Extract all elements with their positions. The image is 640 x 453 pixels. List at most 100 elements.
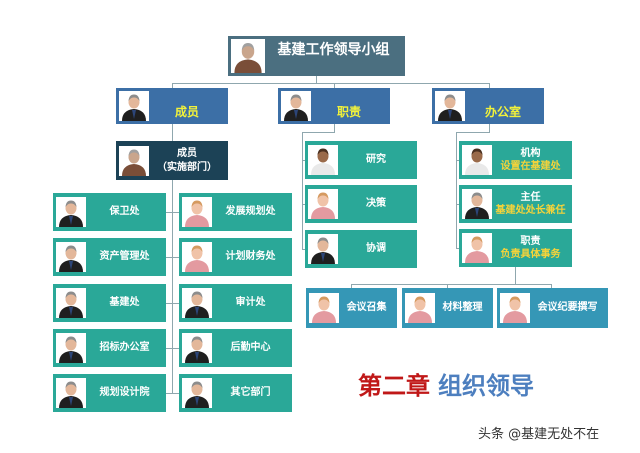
node-title: 资产管理处 [99,251,150,263]
man-suit-icon [435,91,465,121]
node-title: 成员 [177,148,197,159]
node-subtitle: 负责具体事务 [500,249,561,260]
department-node: 资产管理处 [53,238,166,276]
department-node: 基建处 [53,284,166,322]
woman-icon [405,293,435,323]
man-suit-icon [119,91,149,121]
man-shirt-icon [308,145,338,175]
node-title: 成员 [174,104,199,119]
node-label: 主任基建处处长兼任 [492,191,569,218]
man-shirt-icon [462,145,492,175]
duty-node: 研究 [305,141,417,179]
node-title: 会议纪要撰写 [537,302,598,314]
department-node: 发展规划处 [179,193,292,231]
office-task-node: 会议纪要撰写 [497,288,608,328]
connector-line [166,303,179,304]
members-dept-node: 成员 （实施部门） [116,141,228,180]
node-title: 招标办公室 [99,342,150,354]
connector-line [172,180,173,393]
man-suit-icon [56,378,86,408]
man-suit-icon [56,242,86,272]
department-node: 后勤中心 [179,329,292,367]
connector-line [456,160,459,161]
node-subtitle: （实施部门） [157,161,217,173]
node-label: 会议纪要撰写 [530,301,605,315]
chapter-title: 组织领导 [438,372,534,400]
node-title: 主任 [520,191,541,203]
connector-line [551,284,552,288]
department-node: 规划设计院 [53,374,166,412]
connector-line [172,124,173,141]
man-suit-icon [56,197,86,227]
elder-man-icon [119,145,149,176]
connector-line [166,257,179,258]
office-node: 职责负责具体事务 [459,229,572,267]
node-label: 成员 （实施部门） [149,147,225,174]
level1-node: 成员 [116,88,228,124]
man-suit-icon [56,333,86,363]
connector-line [302,132,303,249]
node-label: 资产管理处 [86,250,163,264]
woman-icon [182,242,212,272]
man-suit-icon [281,91,311,121]
node-title: 研究 [366,154,386,166]
node-subtitle: 设置在基建处 [500,161,561,172]
node-title: 机构 [520,147,541,159]
node-title: 材料整理 [442,302,483,314]
connector-line [172,83,173,88]
node-label: 协调 [338,242,414,256]
node-title: 办公室 [484,104,521,119]
node-title: 基建工作领导小组 [277,42,390,58]
level1-node: 职责 [278,88,390,124]
connector-line [447,284,448,288]
office-task-node: 材料整理 [402,288,493,328]
watermark: 头条 @基建无处不在 [478,427,600,442]
man-suit-icon [182,378,212,408]
office-task-node: 会议召集 [306,288,397,328]
connector-line [166,348,179,349]
connector-line [166,212,179,213]
node-title: 会议召集 [346,302,387,314]
level1-node: 办公室 [432,88,544,124]
duty-node: 决策 [305,185,417,223]
node-label: 职责 [311,104,387,120]
connector-line [515,266,516,285]
node-title: 基建处 [109,297,140,309]
node-label: 材料整理 [435,301,490,315]
node-label: 成员 [149,104,225,120]
node-label: 决策 [338,197,414,211]
connector-line [334,83,335,88]
man-suit-icon [462,189,492,219]
connector-line [334,124,335,133]
connector-line [456,132,457,248]
chapter-heading: 第二章组织领导 [358,366,534,401]
connector-line [456,204,459,205]
connector-line [302,249,305,250]
node-subtitle: 基建处处长兼任 [495,205,566,216]
node-title: 后勤中心 [230,342,271,354]
node-label: 发展规划处 [212,205,289,219]
chapter-number: 第二章 [358,372,430,400]
node-label: 招标办公室 [86,341,163,355]
node-title: 决策 [366,198,386,210]
connector-line [302,204,305,205]
man-suit-icon [182,333,212,363]
man-suit-icon [182,288,212,318]
node-title: 职责 [336,104,361,119]
node-title: 保卫处 [109,206,140,218]
node-label: 研究 [338,153,414,167]
department-node: 审计处 [179,284,292,322]
connector-line [489,124,490,133]
connector-line [316,75,317,84]
node-label: 后勤中心 [212,341,289,355]
woman-icon [309,293,339,323]
top-node: 基建工作领导小组 [228,36,405,76]
node-label: 职责负责具体事务 [492,235,569,262]
connector-line [166,393,179,394]
node-title: 审计处 [235,297,266,309]
node-label: 机构设置在基建处 [492,147,569,174]
connector-line [351,284,552,285]
node-label: 审计处 [212,296,289,310]
man-suit-icon [308,234,338,264]
node-label: 保卫处 [86,205,163,219]
